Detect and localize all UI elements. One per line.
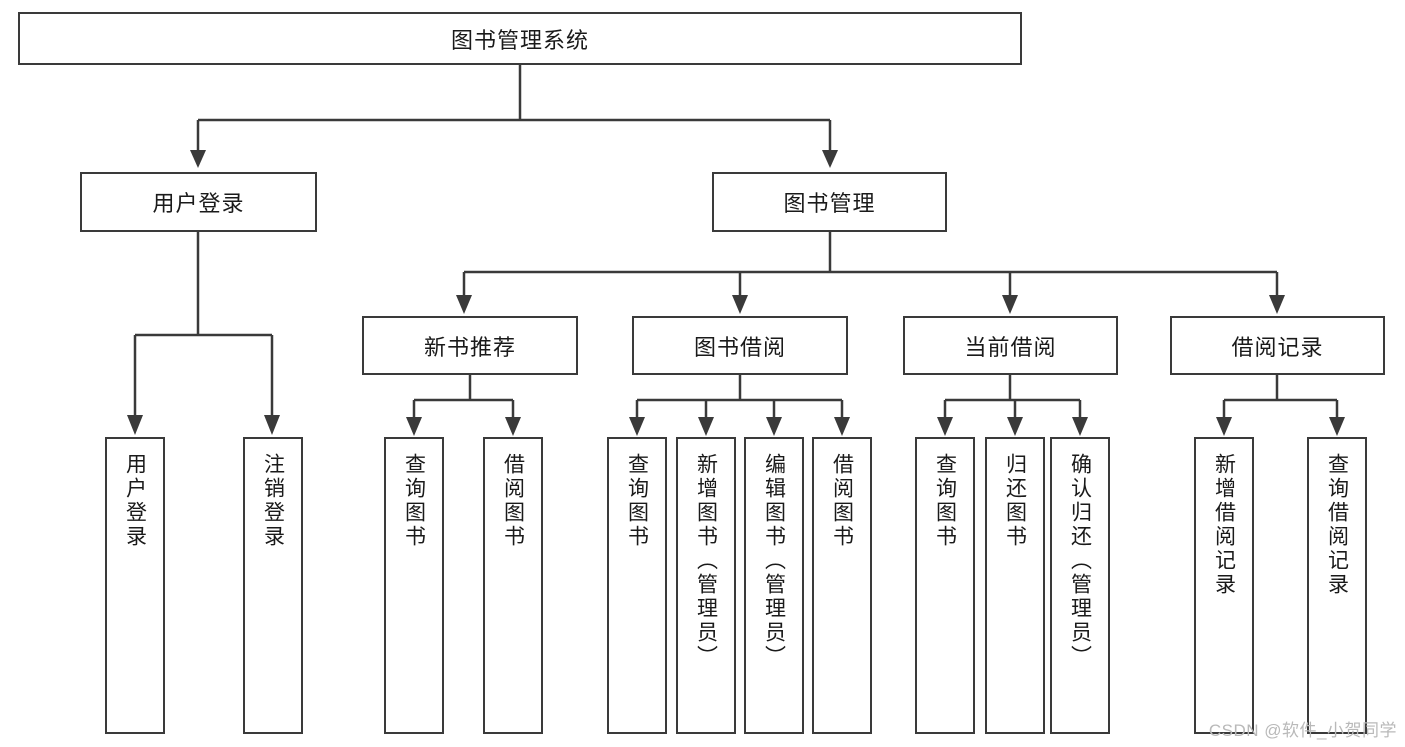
node-label: 注销登录 — [261, 453, 285, 549]
leaf-borrow-borrow-book[interactable]: 借阅图书 — [812, 437, 872, 734]
node-borrow-record[interactable]: 借阅记录 — [1170, 316, 1385, 375]
arrow-newbook-c2 — [505, 417, 521, 436]
node-label: 图书管理 — [783, 191, 876, 216]
node-label: 用户登录 — [152, 191, 245, 216]
arrow-currentborrow-c2 — [1007, 417, 1023, 436]
leaf-record-add-borrow-record[interactable]: 新增借阅记录 — [1194, 437, 1254, 734]
arrow-currentborrow-c1 — [937, 417, 953, 436]
node-label: 查询图书 — [933, 453, 957, 549]
node-label: 借阅图书 — [501, 453, 525, 549]
node-label: 新增图书（管理员） — [694, 453, 718, 669]
leaf-newbook-borrow-book[interactable]: 借阅图书 — [483, 437, 543, 734]
leaf-current-query-book[interactable]: 查询图书 — [915, 437, 975, 734]
node-book-borrow[interactable]: 图书借阅 — [632, 316, 848, 375]
arrow-borrowbook-c4 — [834, 417, 850, 436]
leaf-borrow-query-book[interactable]: 查询图书 — [607, 437, 667, 734]
arrow-bookmgmt-c4 — [1269, 295, 1285, 314]
node-label: 当前借阅 — [964, 334, 1057, 360]
node-label: 新书推荐 — [423, 334, 516, 360]
leaf-user-login[interactable]: 用户登录 — [105, 437, 165, 734]
node-current-borrow[interactable]: 当前借阅 — [903, 316, 1118, 375]
arrow-userlogin-c1 — [127, 415, 143, 435]
node-label: 用户登录 — [123, 453, 147, 549]
node-label: 查询图书 — [625, 453, 649, 549]
leaf-record-query-borrow-record[interactable]: 查询借阅记录 — [1307, 437, 1367, 734]
arrow-newbook-c1 — [406, 417, 422, 436]
arrow-borrowrecord-c1 — [1216, 417, 1232, 436]
node-label: 查询借阅记录 — [1325, 453, 1349, 597]
node-label: 借阅记录 — [1231, 334, 1324, 360]
node-label: 图书管理系统 — [450, 27, 589, 53]
node-label: 查询图书 — [402, 453, 426, 549]
leaf-user-logout[interactable]: 注销登录 — [243, 437, 303, 734]
arrow-borrowbook-c3 — [766, 417, 782, 436]
leaf-current-confirm-return-admin[interactable]: 确认归还（管理员） — [1050, 437, 1110, 734]
node-label: 确认归还（管理员） — [1068, 453, 1092, 669]
node-user-login[interactable]: 用户登录 — [80, 172, 317, 232]
arrow-borrowrecord-c2 — [1329, 417, 1345, 436]
arrow-bookmgmt-c2 — [732, 295, 748, 314]
node-label: 图书借阅 — [693, 334, 786, 360]
arrow-bookmgmt-c1 — [456, 295, 472, 314]
node-label: 归还图书 — [1003, 453, 1027, 549]
arrow-root-to-userlogin — [190, 150, 206, 168]
arrow-borrowbook-c2 — [698, 417, 714, 436]
node-label: 编辑图书（管理员） — [762, 453, 786, 669]
csdn-watermark: CSDN @软件_小贺同学 — [1208, 721, 1397, 740]
arrow-root-to-bookmgmt — [822, 150, 838, 168]
node-book-management[interactable]: 图书管理 — [712, 172, 947, 232]
leaf-borrow-add-book-admin[interactable]: 新增图书（管理员） — [676, 437, 736, 734]
leaf-borrow-edit-book-admin[interactable]: 编辑图书（管理员） — [744, 437, 804, 734]
node-label: 新增借阅记录 — [1212, 453, 1236, 597]
node-new-book-recommend[interactable]: 新书推荐 — [362, 316, 578, 375]
node-root-book-management-system[interactable]: 图书管理系统 — [18, 12, 1022, 65]
arrow-userlogin-c2 — [264, 415, 280, 435]
leaf-current-return-book[interactable]: 归还图书 — [985, 437, 1045, 734]
arrow-borrowbook-c1 — [629, 417, 645, 436]
arrow-currentborrow-c3 — [1072, 417, 1088, 436]
arrow-bookmgmt-c3 — [1002, 295, 1018, 314]
leaf-newbook-query-book[interactable]: 查询图书 — [384, 437, 444, 734]
node-label: 借阅图书 — [830, 453, 854, 549]
